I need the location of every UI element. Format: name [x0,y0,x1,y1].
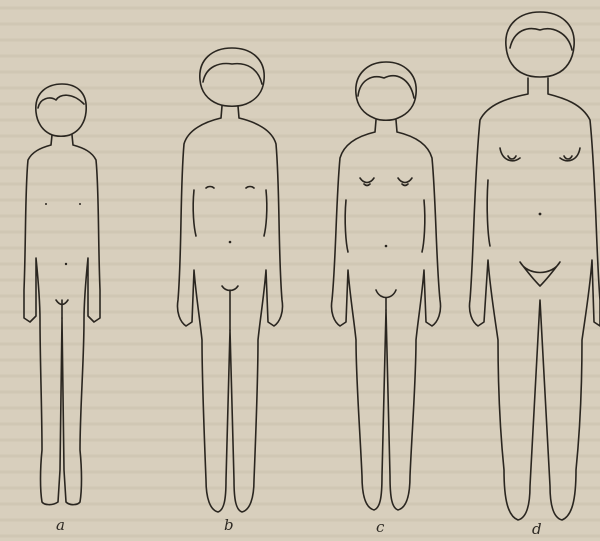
figure-label-d: d [532,520,542,538]
figure-label-b: b [224,516,234,534]
figure-label-a: a [56,516,65,534]
figure-label-c: c [376,518,384,536]
